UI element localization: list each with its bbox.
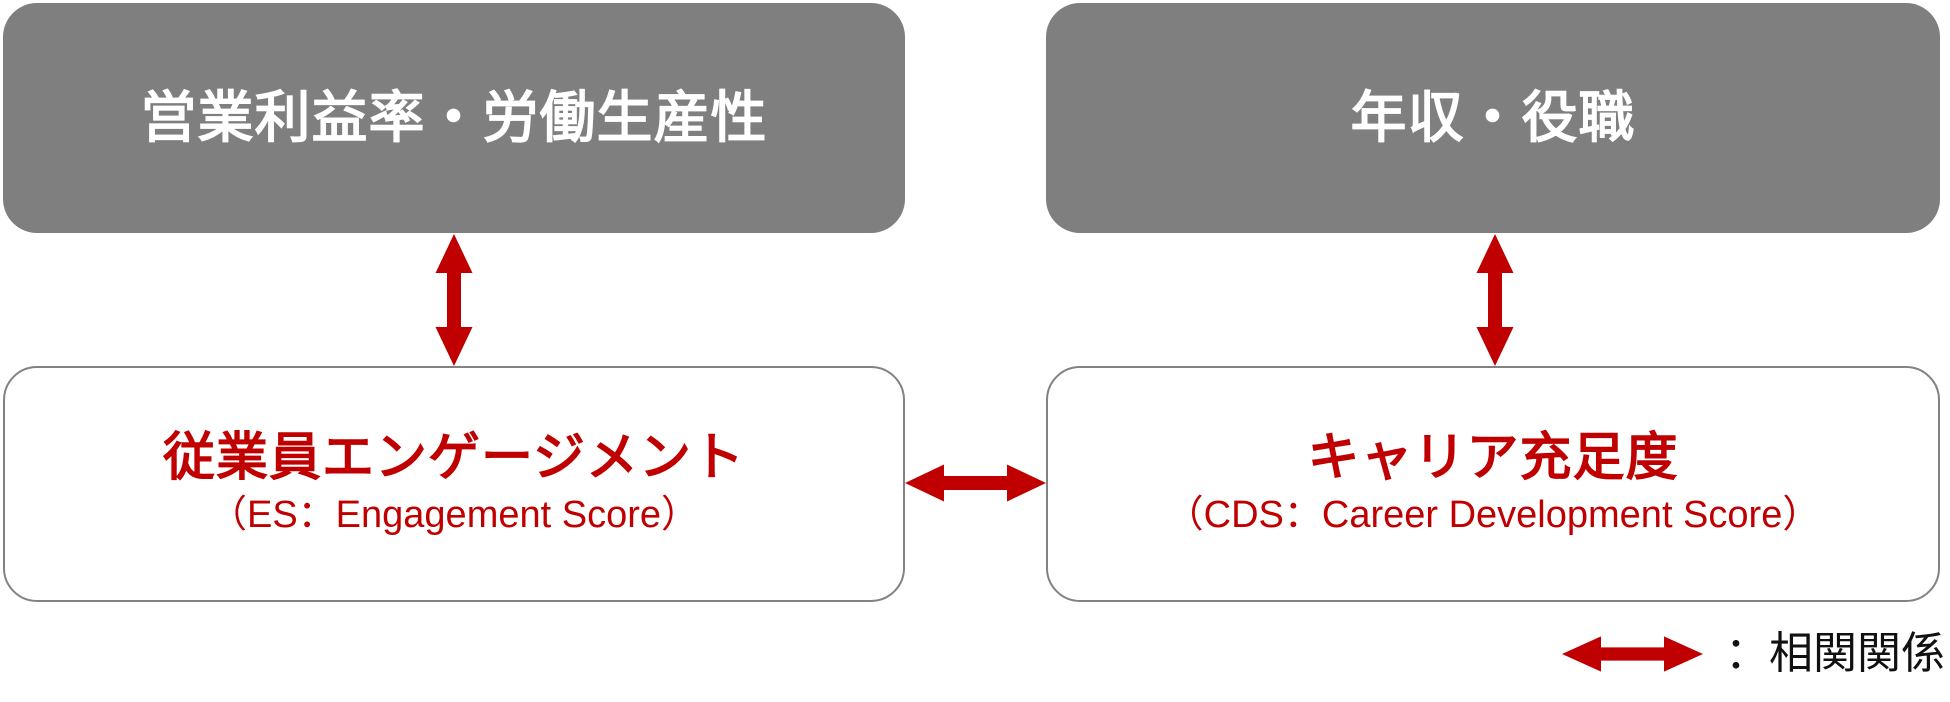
- score-box-career-subtitle: （CDS：Career Development Score）: [1165, 494, 1821, 537]
- legend: ：相関関係: [1562, 628, 1945, 680]
- score-box-career: キャリア充足度 （CDS：Career Development Score）: [1046, 366, 1940, 602]
- score-box-engagement: 従業員エンゲージメント （ES：Engagement Score）: [3, 366, 905, 602]
- double-headed-arrow-legend-icon: [1562, 635, 1703, 673]
- outcome-box-personal-label: 年収・役職: [1350, 86, 1636, 150]
- outcome-box-business-label: 営業利益率・労働生産性: [140, 86, 768, 150]
- double-headed-arrow-vertical-right-icon: [1475, 234, 1515, 366]
- score-box-career-title: キャリア充足度: [1307, 428, 1679, 487]
- score-box-engagement-title: 従業員エンゲージメント: [163, 428, 745, 487]
- score-box-engagement-subtitle: （ES：Engagement Score）: [208, 494, 699, 537]
- outcome-box-personal: 年収・役職: [1046, 3, 1940, 233]
- double-headed-arrow-horizontal-icon: [905, 463, 1046, 503]
- double-headed-arrow-vertical-left-icon: [434, 234, 474, 366]
- outcome-box-business: 営業利益率・労働生産性: [3, 3, 905, 233]
- legend-label: ：相関関係: [1725, 629, 1945, 678]
